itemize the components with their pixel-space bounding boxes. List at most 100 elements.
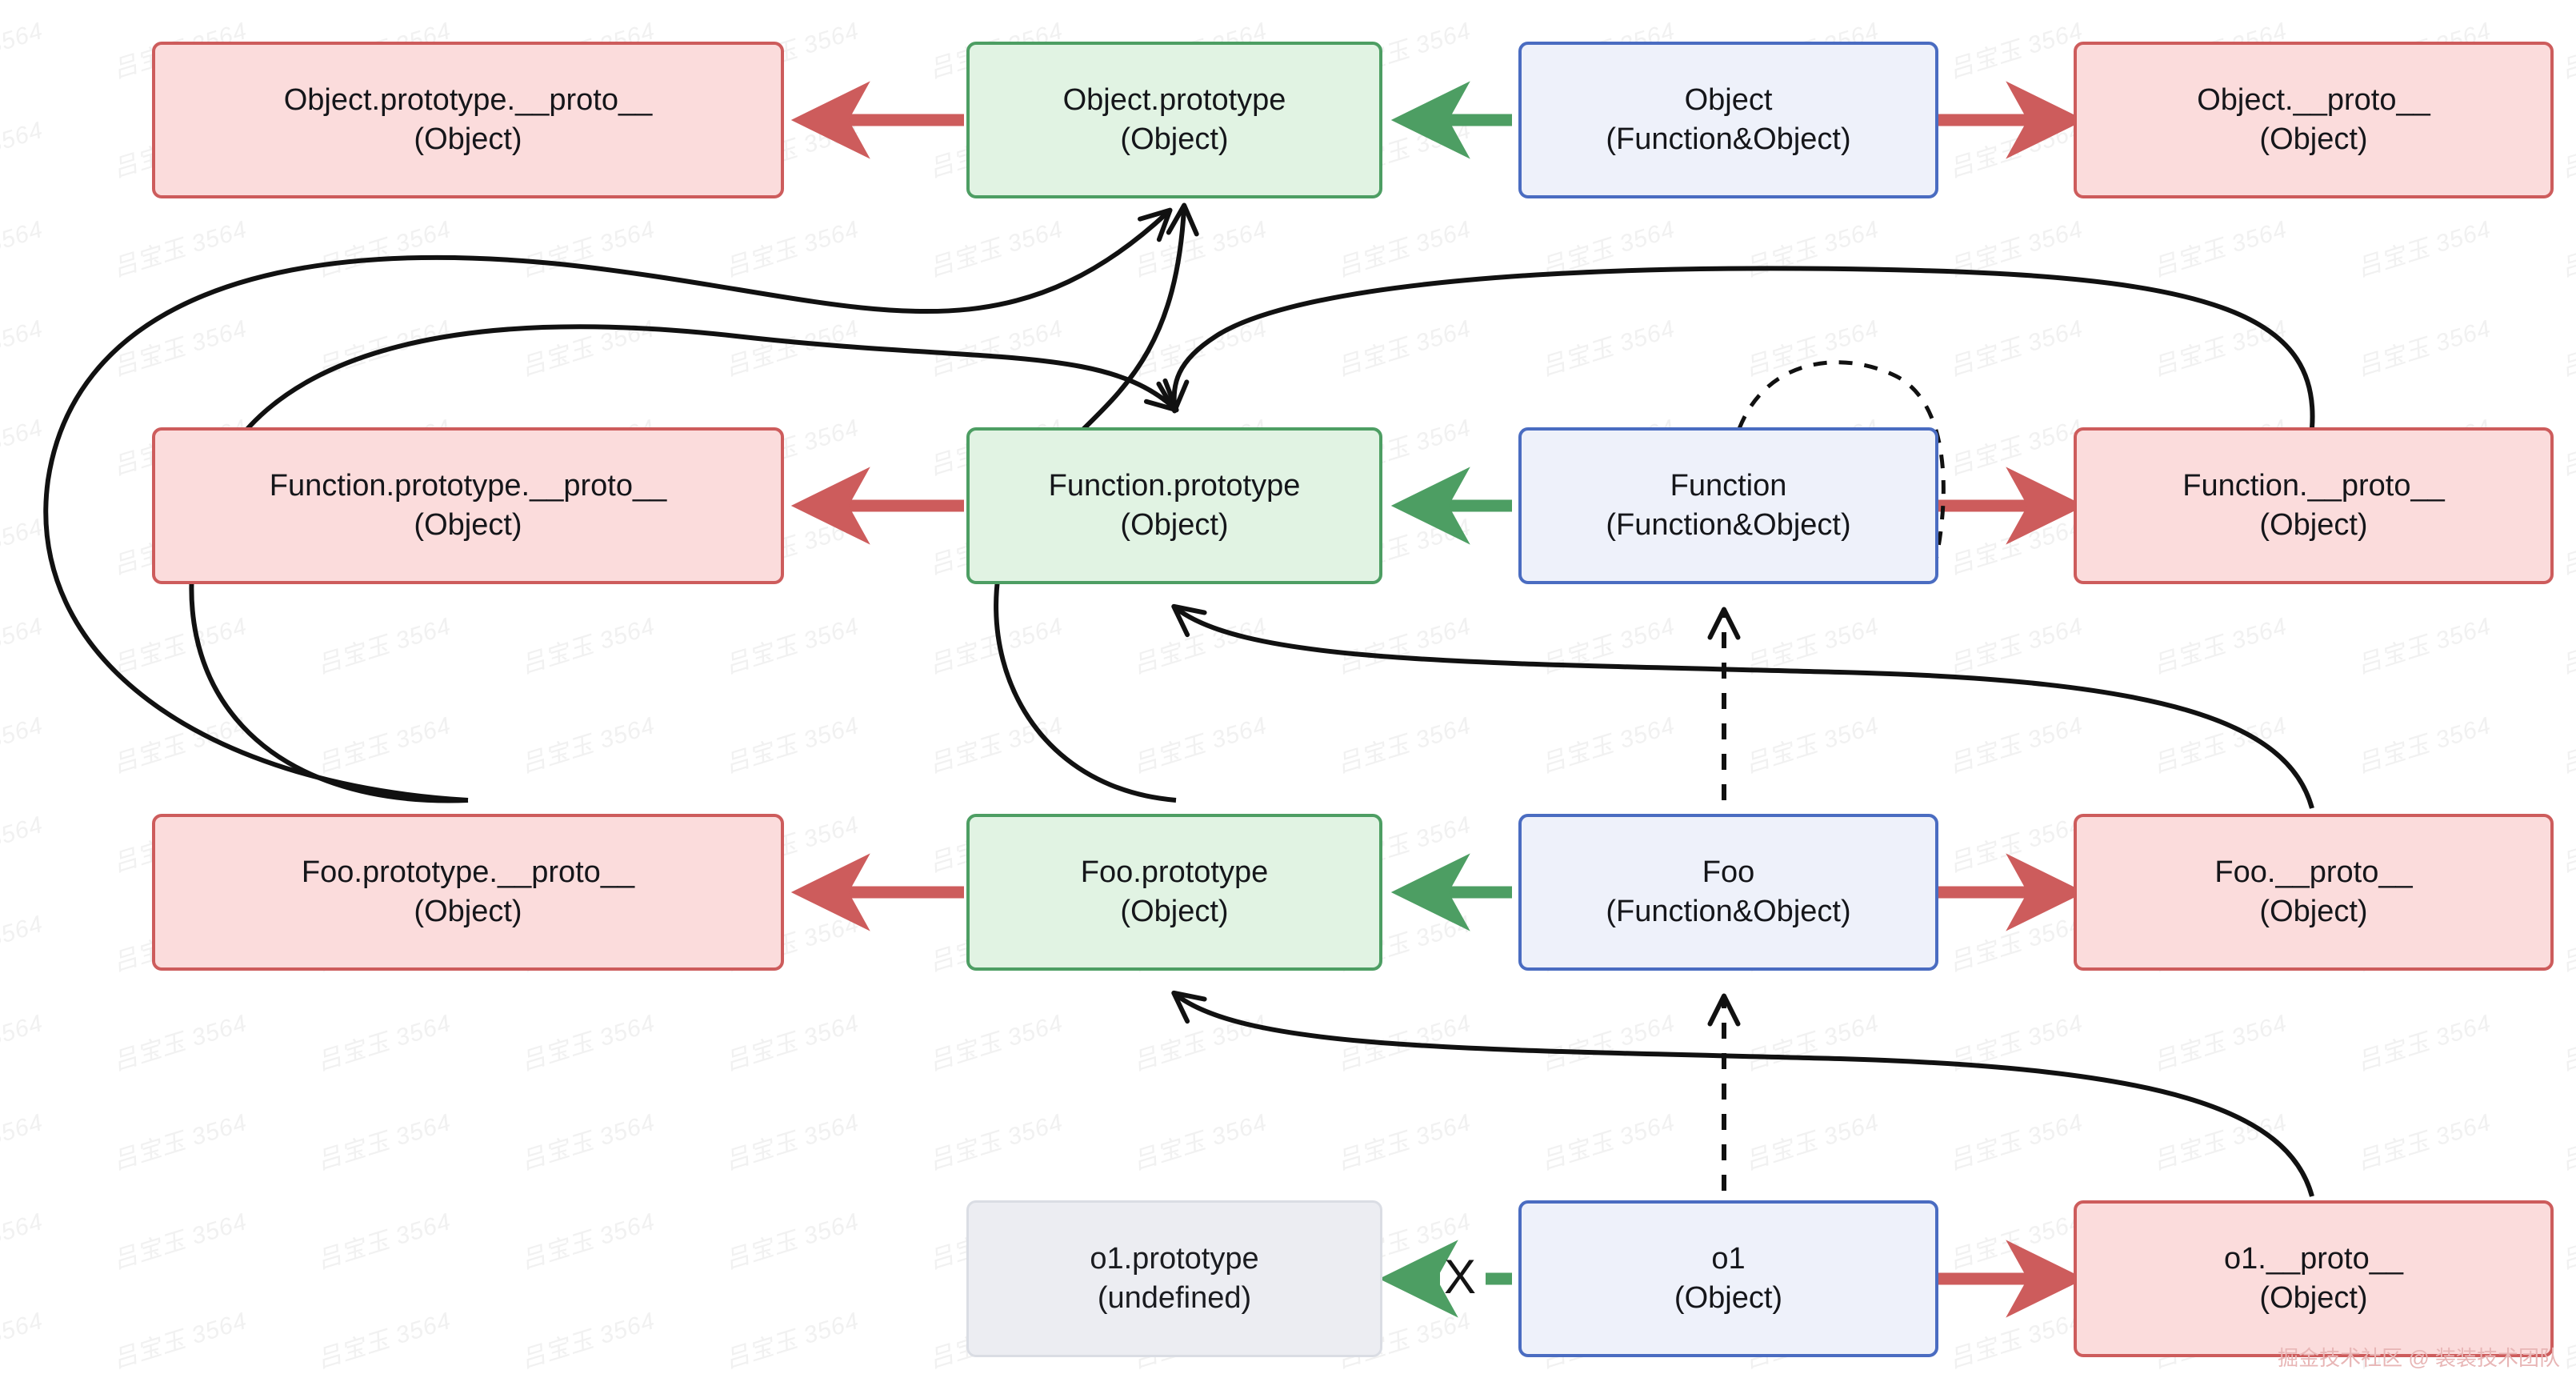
- watermark-tile: 吕宝玉 3564: [2558, 117, 2576, 183]
- watermark-tile: 吕宝玉 3564: [0, 1109, 46, 1175]
- node-object-proto[interactable]: Object.__proto__ (Object): [2074, 42, 2554, 198]
- watermark-tile: 吕宝玉 3564: [518, 1109, 658, 1176]
- node-label-line2: (Object): [414, 895, 522, 928]
- watermark-tile: 吕宝玉 3564: [2354, 1109, 2494, 1176]
- watermark-tile: 吕宝玉 3564: [2558, 18, 2576, 84]
- watermark-tile: 吕宝玉 3564: [0, 811, 46, 877]
- node-foo[interactable]: Foo (Function&Object): [1518, 814, 1938, 971]
- node-foo-prototype-proto[interactable]: Foo.prototype.__proto__ (Object): [152, 814, 784, 971]
- node-label-line2: (Object): [1674, 1281, 1783, 1315]
- edge-o1proto-curve-to-fooprototype: [1171, 990, 2314, 1197]
- node-label-line1: o1.prototype: [1090, 1242, 1259, 1276]
- watermark-tile: 吕宝玉 3564: [110, 1109, 250, 1176]
- watermark-tile: 吕宝玉 3564: [1538, 1109, 1678, 1176]
- watermark-tile: 吕宝玉 3564: [314, 216, 454, 282]
- node-function[interactable]: Function (Function&Object): [1518, 427, 1938, 584]
- node-label-line2: (Function&Object): [1606, 508, 1851, 542]
- watermark-tile: 吕宝玉 3564: [1130, 1109, 1270, 1176]
- watermark-tile: 吕宝玉 3564: [1742, 1010, 1882, 1076]
- node-label-line2: (Object): [414, 508, 522, 542]
- watermark-tile: 吕宝玉 3564: [2150, 216, 2290, 282]
- node-label-line2: (Object): [2259, 508, 2368, 542]
- watermark-tile: 吕宝玉 3564: [2558, 712, 2576, 779]
- edge-functionproto-curve-to-functionprototype: [1156, 266, 2315, 429]
- watermark-tile: 吕宝玉 3564: [0, 1208, 46, 1274]
- watermark-tile: 吕宝玉 3564: [722, 216, 862, 282]
- watermark-tile: 吕宝玉 3564: [1946, 514, 2086, 580]
- watermark-tile: 吕宝玉 3564: [1334, 1109, 1474, 1176]
- watermark-tile: 吕宝玉 3564: [1334, 1010, 1474, 1076]
- watermark-tile: 吕宝玉 3564: [926, 1010, 1066, 1076]
- watermark-tile: 吕宝玉 3564: [926, 1109, 1066, 1176]
- watermark-tile: 吕宝玉 3564: [1946, 1308, 2086, 1374]
- watermark-tile: 吕宝玉 3564: [518, 712, 658, 779]
- watermark-tile: 吕宝玉 3564: [518, 1308, 658, 1374]
- node-function-proto[interactable]: Function.__proto__ (Object): [2074, 427, 2554, 584]
- watermark-tile: 吕宝玉 3564: [2558, 1208, 2576, 1275]
- watermark-tile: 吕宝玉 3564: [518, 315, 658, 382]
- node-label-line1: Function.prototype: [1048, 469, 1301, 503]
- node-label-line1: Foo: [1702, 855, 1755, 890]
- node-label-line2: (Object): [1120, 895, 1229, 928]
- watermark-tile: 吕宝玉 3564: [2150, 613, 2290, 679]
- watermark-tile: 吕宝玉 3564: [1538, 712, 1678, 779]
- watermark-tile: 吕宝玉 3564: [2558, 1010, 2576, 1076]
- node-label-line1: Object: [1684, 83, 1773, 118]
- watermark-tile: 吕宝玉 3564: [314, 1308, 454, 1374]
- node-o1[interactable]: o1 (Object): [1518, 1200, 1938, 1357]
- node-label-line1: Foo.prototype: [1080, 855, 1269, 890]
- watermark-tile: 吕宝玉 3564: [1946, 613, 2086, 679]
- watermark-tile: 吕宝玉 3564: [0, 315, 46, 381]
- credit-watermark: 掘金技术社区 @ 装装技术团队: [2278, 1346, 2560, 1370]
- node-o1-proto[interactable]: o1.__proto__ (Object): [2074, 1200, 2554, 1357]
- watermark-tile: 吕宝玉 3564: [0, 911, 46, 976]
- watermark-tile: 吕宝玉 3564: [926, 613, 1066, 679]
- node-label-line1: Foo.__proto__: [2214, 855, 2413, 890]
- node-label-line1: Function.prototype.__proto__: [269, 469, 667, 503]
- node-foo-prototype[interactable]: Foo.prototype (Object): [966, 814, 1382, 971]
- watermark-tile: 吕宝玉 3564: [1130, 1010, 1270, 1076]
- node-function-prototype[interactable]: Function.prototype (Object): [966, 427, 1382, 584]
- node-label-line2: (Object): [1120, 122, 1229, 156]
- watermark-tile: 吕宝玉 3564: [0, 514, 46, 579]
- node-o1-prototype[interactable]: o1.prototype (undefined): [966, 1200, 1382, 1357]
- watermark-tile: 吕宝玉 3564: [1130, 216, 1270, 282]
- node-label-line1: Object.prototype: [1062, 83, 1286, 118]
- watermark-tile: 吕宝玉 3564: [1334, 216, 1474, 282]
- watermark-tile: 吕宝玉 3564: [2558, 514, 2576, 580]
- watermark-tile: 吕宝玉 3564: [518, 613, 658, 679]
- node-label-line1: Object.prototype.__proto__: [283, 83, 653, 118]
- node-label-line1: Object.__proto__: [2197, 83, 2430, 118]
- watermark-tile: 吕宝玉 3564: [1946, 811, 2086, 878]
- node-label-line1: Function: [1670, 469, 1787, 503]
- node-label-line2: (Function&Object): [1606, 122, 1851, 156]
- node-function-prototype-proto[interactable]: Function.prototype.__proto__ (Object): [152, 427, 784, 584]
- watermark-tile: 吕宝玉 3564: [1538, 315, 1678, 382]
- watermark-tile: 吕宝玉 3564: [110, 216, 250, 282]
- watermark-tile: 吕宝玉 3564: [722, 315, 862, 382]
- watermark-tile: 吕宝玉 3564: [1742, 712, 1882, 779]
- watermark-tile: 吕宝玉 3564: [518, 1208, 658, 1275]
- watermark-tile: 吕宝玉 3564: [1334, 712, 1474, 779]
- node-label-line1: Foo.prototype.__proto__: [301, 855, 635, 890]
- watermark-tile: 吕宝玉 3564: [110, 315, 250, 382]
- watermark-tile: 吕宝玉 3564: [1742, 216, 1882, 282]
- watermark-tile: 吕宝玉 3564: [1946, 712, 2086, 779]
- node-foo-proto[interactable]: Foo.__proto__ (Object): [2074, 814, 2554, 971]
- watermark-tile: 吕宝玉 3564: [1742, 315, 1882, 382]
- watermark-tile: 吕宝玉 3564: [110, 1208, 250, 1275]
- node-label-line1: Function.__proto__: [2182, 469, 2445, 503]
- node-object[interactable]: Object (Function&Object): [1518, 42, 1938, 198]
- watermark-tile: 吕宝玉 3564: [926, 712, 1066, 779]
- watermark-tile: 吕宝玉 3564: [0, 712, 46, 778]
- node-label-line2: (undefined): [1097, 1281, 1252, 1315]
- node-object-prototype[interactable]: Object.prototype (Object): [966, 42, 1382, 198]
- watermark-tile: 吕宝玉 3564: [1538, 613, 1678, 679]
- node-label-line2: (Object): [1120, 508, 1229, 542]
- watermark-tile: 吕宝玉 3564: [110, 1010, 250, 1076]
- watermark-tile: 吕宝玉 3564: [0, 613, 46, 679]
- node-object-prototype-proto[interactable]: Object.prototype.__proto__ (Object): [152, 42, 784, 198]
- watermark-tile: 吕宝玉 3564: [722, 1109, 862, 1176]
